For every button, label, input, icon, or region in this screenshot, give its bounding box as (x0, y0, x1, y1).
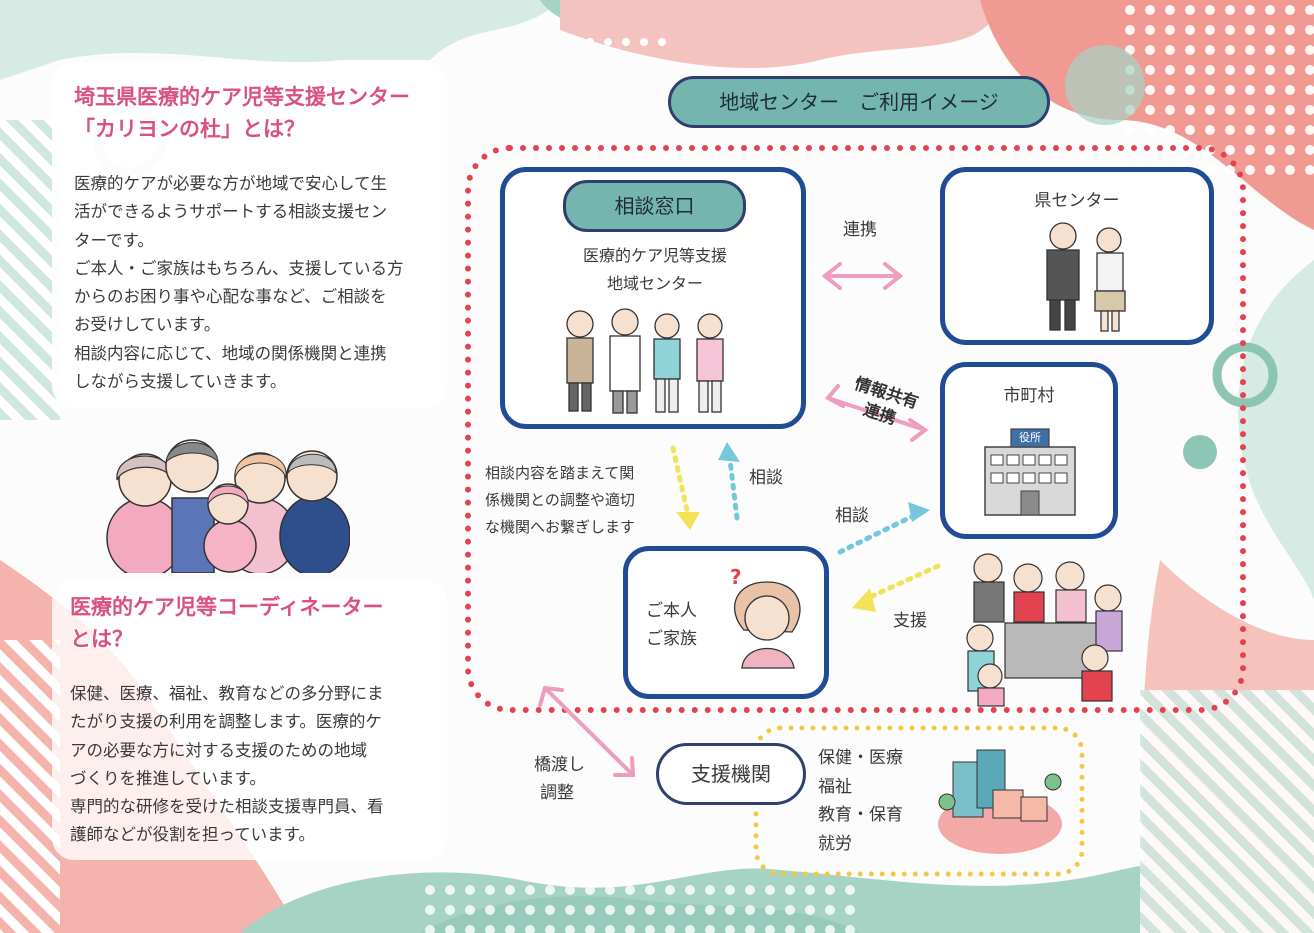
section1-body-line: 活ができるようサポートする相談支援セン (74, 202, 388, 222)
coordinate-note: 相談内容を踏まえて関 係機関との調整や適切 な機関へお繋ぎします (485, 460, 635, 541)
city-hall-icon (984, 428, 1076, 516)
org-list: 保健・医療 福祉 教育・保育 就労 (818, 744, 903, 858)
section1-body: 医療的ケアが必要な方が地域で安心して生活ができるようサポートする相談支援センター… (74, 170, 404, 396)
section2-body-line: 専門的な研修を受けた相談支援専門員、看 (70, 797, 384, 817)
bridge-label-line1: 橋渡し (534, 755, 585, 775)
support-label: 支援 (893, 611, 927, 631)
section2-body: 保健、医療、福祉、教育などの多分野にまたがり支援の利用を調整します。医療的ケアの… (70, 680, 384, 850)
consult-up-label: 相談 (749, 468, 783, 488)
staff-illustration (566, 308, 724, 414)
section2-title-line1: 医療的ケア児等コーディネーター (70, 595, 384, 619)
org-list-item: 教育・保育 (818, 805, 903, 825)
coordinate-note-line: 係機関との調整や適切 (485, 491, 635, 509)
prefecture-center-label: 県センター (1034, 191, 1120, 211)
consult-muni-label: 相談 (835, 506, 869, 526)
meeting-illustration (966, 553, 1123, 707)
bridge-label-line2: 調整 (540, 783, 574, 803)
diagram-header: 地域センター ご利用イメージ (668, 76, 1050, 128)
family-illustration (106, 439, 350, 573)
section2-body-line: 保健、医療、福祉、教育などの多分野にま (70, 684, 384, 703)
officials-illustration (1046, 222, 1126, 332)
coordinate-note-line: 相談内容を踏まえて関 (485, 464, 635, 482)
consult-window-pill: 相談窓口 (563, 180, 746, 232)
section2-body-line: たがり支援の利用を調整します。医療的ケ (70, 712, 382, 732)
section2-title-line2: とは？ (70, 627, 133, 651)
section1-body-line: 医療的ケアが必要な方が地域で安心して生 (74, 174, 388, 193)
collab-label: 連携 (843, 220, 877, 240)
section2-body-line: 護師などが役割を担っています。 (70, 825, 316, 845)
org-list-item: 就労 (818, 833, 852, 854)
section1-title-line2: 「カリヨンの杜」とは？ (74, 117, 305, 141)
town-illustration (938, 749, 1062, 854)
coordinate-note-line: な機関へお繋ぎします (485, 518, 636, 536)
municipality-label: 市町村 (1003, 386, 1055, 406)
support-orgs-pill: 支援機関 (656, 743, 806, 805)
section2-body-line: づくりを推進しています。 (70, 768, 266, 788)
worried-person-illustration (734, 581, 801, 669)
section2-body-line: アの必要な方に対する支援のための地域 (70, 740, 367, 760)
section1-body-line: お受けしています。 (74, 315, 221, 335)
section1-body-line: ご本人・ご家族はもちろん、支援している方 (74, 258, 404, 278)
consult-window-line2: 地域センター (606, 274, 703, 293)
section1-body-line: しながら支援していきます。 (74, 372, 287, 392)
section1-body-line: 相談内容に応じて、地域の関係機関と連携 (74, 343, 387, 363)
person-label-line2: ご家族 (646, 629, 697, 649)
org-list-item: 福祉 (818, 776, 852, 797)
section1-title-line1: 埼玉県医療的ケア児等支援センター (74, 85, 410, 109)
question-mark: ? (730, 565, 742, 589)
section1-body-line: からのお困り事や心配な事など、ご相談を (74, 287, 387, 307)
consult-window-line1: 医療的ケア児等支援 (582, 246, 727, 265)
person-label-line1: ご本人 (646, 601, 697, 621)
org-list-item: 保健・医療 (818, 748, 903, 768)
city-hall-sign: 役所 (1019, 431, 1041, 444)
section1-body-line: ターです。 (74, 230, 154, 250)
